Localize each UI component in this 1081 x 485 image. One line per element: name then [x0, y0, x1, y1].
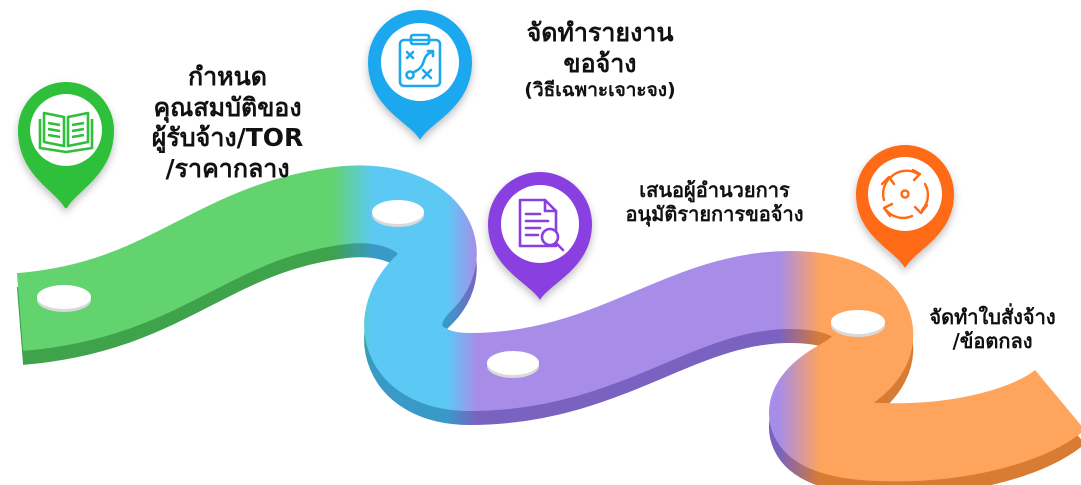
label-line: ผู้รับจ้าง/TOR [151, 123, 304, 152]
label-line: /ราคากลาง [165, 153, 290, 183]
road-marker [831, 310, 885, 337]
step-label-issue-order-agreement: จัดทำใบสั่งจ้าง /ข้อตกลง [915, 305, 1070, 354]
road-marker [37, 285, 91, 312]
cycle-arrows-icon [880, 168, 930, 220]
step-label-define-qualifications: กำหนด คุณสมบัติของ ผู้รับจ้าง/TOR /ราคาก… [135, 62, 320, 184]
pin-define-qualifications [18, 82, 114, 208]
label-subline: (วิธีเฉพาะเจาะจง) [524, 79, 676, 101]
label-line: /ข้อตกลง [952, 329, 1033, 354]
open-book-icon [38, 111, 94, 154]
road-marker [487, 351, 539, 378]
label-line: จัดทำใบสั่งจ้าง [929, 305, 1056, 329]
pin-issue-order-agreement [856, 145, 954, 268]
document-search-icon [518, 198, 565, 252]
step-label-propose-approval: เสนอผู้อำนวยการ อนุมัติรายการขอจ้าง [602, 178, 827, 227]
road-marker [372, 200, 424, 227]
label-line: เสนอผู้อำนวยการ [639, 178, 790, 202]
pin-propose-approval [488, 172, 592, 300]
step-label-prepare-hiring-report: จัดทำรายงาน ขอจ้าง (วิธีเฉพาะเจาะจง) [505, 18, 695, 102]
road-top [16, 165, 1081, 482]
pin-prepare-hiring-report [368, 10, 472, 140]
road-markers [37, 200, 885, 378]
label-line: คุณสมบัติของ [153, 92, 302, 122]
label-line: อนุมัติรายการขอจ้าง [625, 202, 804, 227]
label-line: จัดทำรายงาน [526, 18, 674, 47]
strategy-clipboard-icon [398, 33, 442, 88]
label-line: ขอจ้าง [563, 48, 637, 78]
label-line: กำหนด [188, 62, 267, 91]
